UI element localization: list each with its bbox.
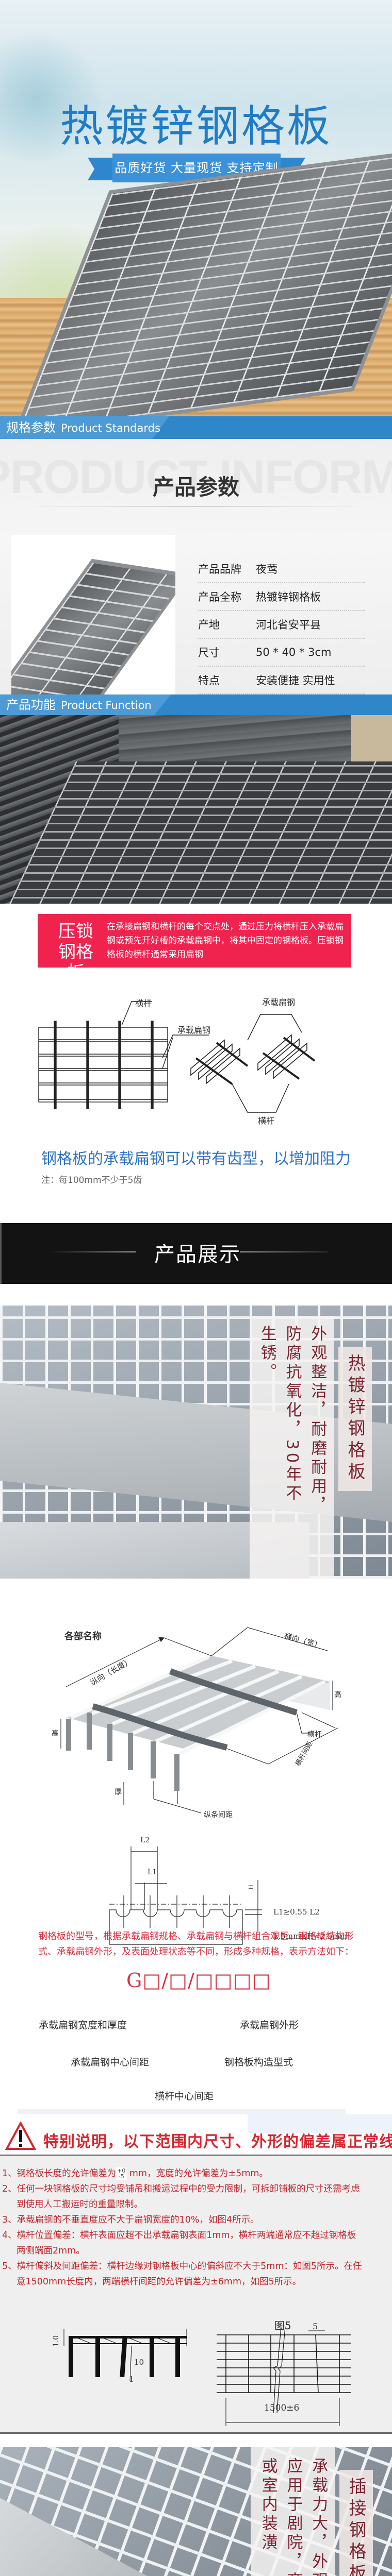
section-title-en: Product Function bbox=[61, 699, 152, 711]
label-cross-pitch: 横杆中心间距 bbox=[155, 2091, 214, 2102]
label-bar-pitch: 承载扁钢中心间距 bbox=[71, 2057, 150, 2068]
fig4-ratio-bottom: 1 bbox=[129, 2375, 134, 2384]
tooth-note: 钢格板的承载扁钢可以带有齿型，以增加阻力 bbox=[41, 1150, 351, 1168]
vertical-text-panel: 外观整洁，耐磨耐用， 防腐抗氧化，30年不 生锈。 bbox=[250, 1316, 335, 1579]
fig4-offset: 1.0 bbox=[52, 2335, 61, 2347]
label-L2: L2 bbox=[140, 1836, 150, 1844]
label-height: 高 bbox=[52, 1730, 59, 1738]
label-thickness: 厚 bbox=[115, 1788, 122, 1797]
insert-grating-photo: 承载力大，外观精美。 应用于剧院，商场吊顶 或室内装潢 插接钢格板 bbox=[0, 2447, 392, 2576]
label-bearing-bar: 承载扁钢 bbox=[262, 997, 296, 1007]
fig5-title: 图5 bbox=[274, 2319, 291, 2332]
bokeh-decoration bbox=[0, 31, 103, 165]
press-lock-callout: 压锁 钢格板 在承接扁钢和横杆的每个交点处，通过压力将横杆压入承载扁钢或预先开好… bbox=[38, 914, 351, 983]
label-cross-bar: 横杆 bbox=[258, 1116, 275, 1126]
watermark-text: PRODUCT INFORMATION bbox=[0, 451, 392, 503]
spec-row: 产品全称热镀锌钢格板 bbox=[198, 583, 365, 611]
label-H: H bbox=[248, 1884, 255, 1890]
spec-row: 特点安装便捷 实用性 bbox=[198, 667, 365, 694]
section-title-cn: 规格参数 bbox=[6, 420, 56, 435]
label-cross-bar: 横杆 bbox=[307, 1731, 322, 1739]
model-code-intro: 钢格板的型号，根据承载扁钢规格、承载扁钢与横杆组合艰巨、钢格板结构形式、承载扁钢… bbox=[38, 1931, 354, 1957]
model-code: G□/□/□□□□ bbox=[126, 1969, 271, 1992]
tolerance-item: 5、横杆偏斜及间距偏差：横杆边缘对钢格板中心的偏斜应不大于5mm：如图5所示。在… bbox=[2, 2261, 362, 2287]
label-structure: 钢格板构造型式 bbox=[224, 2057, 293, 2068]
structure-diagram: 横杆 承载扁钢 承载扁钢 横杆 bbox=[31, 996, 340, 1146]
label-L1: L1 bbox=[148, 1868, 157, 1876]
divider bbox=[18, 2109, 346, 2114]
fig5-span: 1500±6 bbox=[264, 2403, 300, 2413]
label-bar-size: 承载扁钢宽度和厚度 bbox=[39, 2020, 127, 2031]
callout-title: 压锁 bbox=[58, 921, 93, 942]
divider bbox=[26, 506, 366, 507]
fig4-ratio-top: 10 bbox=[134, 2358, 144, 2367]
tolerance-title: 特别说明，以下范围内尺寸、外形的偏差属正常线下 bbox=[43, 2133, 392, 2151]
section-title-en: Product Standards bbox=[61, 422, 160, 434]
tooth-sub-note: 注：每100mm不少于5齿 bbox=[41, 1175, 142, 1185]
label-bearing-bar: 承载扁钢 bbox=[177, 1025, 211, 1035]
galvanized-grating-photo: 外观整洁，耐磨耐用， 防腐抗氧化，30年不 生锈。 热镀锌钢格板 bbox=[0, 1306, 392, 1579]
spec-row: 产品品牌夜莺 bbox=[198, 555, 365, 583]
product-image bbox=[11, 535, 175, 694]
parts-title: 各部名称 bbox=[64, 1631, 102, 1642]
showcase-title: 产品展示 bbox=[154, 1243, 241, 1266]
model-code-labels: 承载扁钢宽度和厚度 承载扁钢外形 承载扁钢中心间距 钢格板构造型式 横杆中心间距 bbox=[0, 2020, 392, 2114]
tooth-rule-1: L1≥0.55 L2 bbox=[273, 1907, 320, 1917]
spec-row: 产地河北省安平县 bbox=[198, 611, 365, 639]
showcase-banner: 产品展示 bbox=[0, 1223, 392, 1284]
grating-stack-photo bbox=[0, 715, 392, 904]
section-header-standards: 规格参数 Product Standards bbox=[0, 416, 392, 439]
section-header-function: 产品功能 Product Function bbox=[0, 694, 392, 715]
vertical-title: 热镀锌钢格板 bbox=[338, 1347, 372, 1491]
label-bar-pitch: 纵条间距 bbox=[204, 1811, 233, 1819]
product-info-title: 产品参数 bbox=[152, 474, 239, 500]
tooth-rule-2: 1.5mm≤H<2.5mm bbox=[273, 1931, 347, 1941]
warning-icon bbox=[5, 2122, 36, 2150]
press-lock-section: 压锁 钢格板 在承接扁钢和横杆的每个交点处，通过压力将横杆压入承载扁钢或预先开好… bbox=[0, 904, 392, 1223]
section-title-cn: 产品功能 bbox=[6, 698, 56, 712]
hero-banner: 热镀锌钢格板 品质好货 大量现货 支持定制 bbox=[0, 0, 392, 416]
fig5-offset: 5 bbox=[313, 2321, 318, 2331]
tolerance-list: 1、钢格板长度的允许偏差为+0-5 mm，宽度的允许偏差为±5mm。 2、任何一… bbox=[2, 2166, 363, 2290]
callout-title: 钢格板 bbox=[58, 942, 93, 983]
tolerance-figures bbox=[63, 2326, 351, 2426]
label-cross-bar: 横杆 bbox=[135, 998, 152, 1008]
divider bbox=[48, 1251, 136, 1252]
vertical-text-panel: 承载力大，外观精美。 应用于剧院，商场吊顶 或室内装潢 bbox=[251, 2447, 336, 2576]
tolerance-item: 2、任何一块钢格板的尺寸均受铺吊和搬运过程中的受力限制，可拆卸铺板的尺寸还需考虑… bbox=[2, 2184, 360, 2210]
tolerance-item: 4、横杆位置偏差：横杆表面应超不出承载扁钢表面1mm，横杆两端通常应不超过钢格板… bbox=[2, 2230, 356, 2256]
tolerance-item: 1、钢格板长度的允许偏差为+0-5 mm，宽度的允许偏差为±5mm。 bbox=[2, 2167, 268, 2180]
parts-diagram: 各部名称 纵向（长度） 横向（宽） 高 高 横杆 横杆间距 厚 纵条间距 bbox=[0, 1579, 392, 1826]
tolerance-item: 3、承载扁钢的不垂直度应不大于扁钢宽度的10%，如图4所示。 bbox=[2, 2215, 259, 2225]
vertical-title: 插接钢格板 bbox=[339, 2470, 373, 2576]
hero-title: 热镀锌钢格板 bbox=[59, 101, 332, 151]
divider bbox=[240, 1251, 328, 1252]
steel-grating-image bbox=[11, 558, 175, 694]
callout-description: 在承接扁钢和横杆的每个交点处，通过压力将横杆压入承载扁钢或预先开好槽的承载扁钢中… bbox=[107, 922, 344, 960]
grating-line-drawing bbox=[38, 1001, 316, 1113]
label-height: 高 bbox=[334, 1691, 341, 1699]
label-bar-shape: 承载扁钢外形 bbox=[240, 2020, 299, 2031]
tolerance-section: 特别说明，以下范围内尺寸、外形的偏差属正常线下 1、钢格板长度的允许偏差为+0-… bbox=[0, 2114, 392, 2434]
